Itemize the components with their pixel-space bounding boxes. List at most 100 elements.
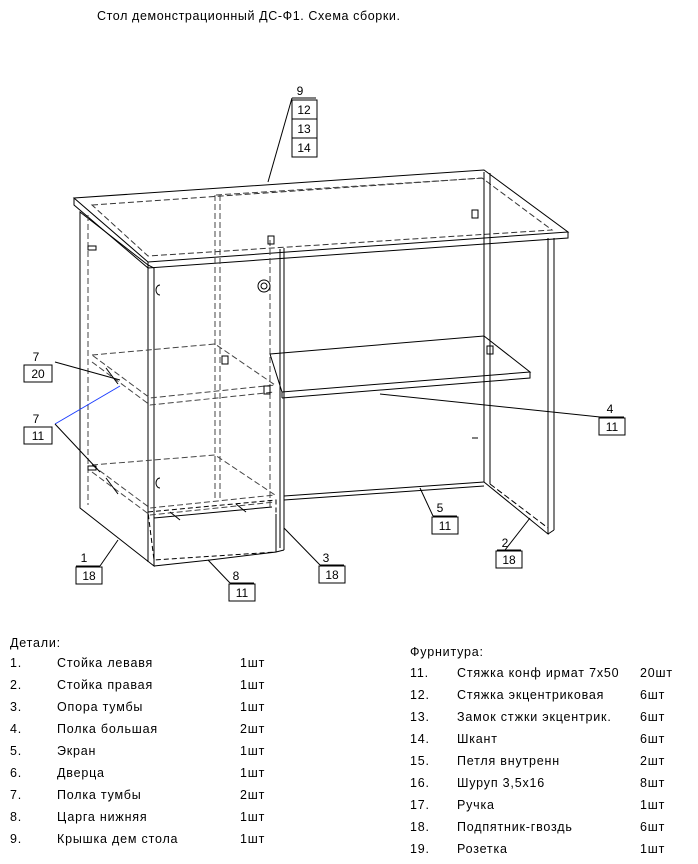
parts-item-qty: 1шт xyxy=(240,700,266,714)
hardware-item-num: 16. xyxy=(410,776,430,790)
parts-list: Детали: 1. Стойка левавя 1шт 2. Стойка права… xyxy=(10,636,290,856)
hardware-item-name: Шуруп 3,5х16 xyxy=(457,776,545,790)
hardware-item-name: Петля внутренн xyxy=(457,754,560,768)
left-side-panel xyxy=(79,210,155,568)
hardware-row: 14. Шкант 6шт xyxy=(410,732,695,754)
pedestal-hidden-edges xyxy=(87,195,277,516)
callout-8-hw: 11 xyxy=(236,586,249,600)
hardware-item-qty: 6шт xyxy=(640,688,666,702)
parts-item-name: Крышка дем стола xyxy=(57,832,179,846)
hardware-item-num: 14. xyxy=(410,732,430,746)
parts-item-num: 1. xyxy=(10,656,23,670)
hardware-row: 15. Петля внутренн 2шт xyxy=(410,754,695,776)
hardware-item-num: 12. xyxy=(410,688,430,702)
callout-9-part: 9 xyxy=(297,84,304,98)
parts-item-num: 3. xyxy=(10,700,23,714)
parts-item-name: Стойка левавя xyxy=(57,656,154,670)
parts-item-num: 7. xyxy=(10,788,23,802)
callout-9-hw1: 12 xyxy=(297,103,311,117)
callout-8-part: 8 xyxy=(233,569,240,583)
parts-row: 9. Крышка дем стола 1шт xyxy=(10,832,290,854)
parts-row: 4. Полка большая 2шт xyxy=(10,722,290,744)
leader-lines xyxy=(54,97,624,584)
callout-7a-part: 7 xyxy=(33,350,40,364)
hardware-item-name: Розетка xyxy=(457,842,508,856)
callout-7b-hw: 11 xyxy=(32,429,45,443)
parts-item-name: Опора тумбы xyxy=(57,700,144,714)
parts-item-num: 2. xyxy=(10,678,23,692)
fitting-marks xyxy=(87,209,494,521)
callout-2-hw: 18 xyxy=(502,553,516,567)
hardware-item-name: Шкант xyxy=(457,732,498,746)
hardware-item-qty: 6шт xyxy=(640,710,666,724)
hardware-list: Фурнитура: 11. Стяжка конф ирмат 7х50 20шт… xyxy=(410,645,695,860)
hardware-row: 19. Розетка 1шт xyxy=(410,842,695,864)
hardware-item-num: 18. xyxy=(410,820,430,834)
callout-5-part: 5 xyxy=(437,501,444,515)
callout-5-hw: 11 xyxy=(439,519,452,533)
hardware-item-num: 19. xyxy=(410,842,430,856)
parts-item-num: 5. xyxy=(10,744,23,758)
callout-7a-hw: 20 xyxy=(31,367,45,381)
parts-item-qty: 2шт xyxy=(240,788,266,802)
callout-7b-part: 7 xyxy=(33,412,40,426)
parts-item-qty: 1шт xyxy=(240,744,266,758)
parts-item-num: 6. xyxy=(10,766,23,780)
hardware-item-name: Стяжка конф ирмат 7х50 xyxy=(457,666,620,680)
parts-item-qty: 1шт xyxy=(240,766,266,780)
parts-item-name: Царга нижняя xyxy=(57,810,148,824)
hardware-item-num: 17. xyxy=(410,798,430,812)
callout-4-hw: 11 xyxy=(606,420,619,434)
hardware-item-qty: 8шт xyxy=(640,776,666,790)
hardware-item-qty: 6шт xyxy=(640,732,666,746)
callout-9-hw2: 13 xyxy=(297,122,311,136)
parts-item-name: Стойка правая xyxy=(57,678,154,692)
hardware-row: 11. Стяжка конф ирмат 7х50 20шт xyxy=(410,666,695,688)
parts-item-name: Дверца xyxy=(57,766,105,780)
hardware-row: 12. Стяжка экцентриковая 6шт xyxy=(410,688,695,710)
hardware-item-qty: 6шт xyxy=(640,820,666,834)
assembly-drawing: 9 12 13 14 7 20 7 11 4 11 5 11 1 18 8 11… xyxy=(23,84,626,602)
parts-item-qty: 1шт xyxy=(240,678,266,692)
parts-header: Детали: xyxy=(10,636,61,650)
hardware-row: 16. Шуруп 3,5х16 8шт xyxy=(410,776,695,798)
parts-item-qty: 1шт xyxy=(240,832,266,846)
hardware-item-num: 11. xyxy=(410,666,429,680)
hardware-item-qty: 1шт xyxy=(640,842,666,856)
right-side-panel xyxy=(483,172,555,536)
callout-3-part: 3 xyxy=(323,551,330,565)
drawing-title: Стол демонстрационный ДС-Ф1. Схема сборк… xyxy=(97,9,401,23)
hardware-item-name: Замок стжки экцентрик. xyxy=(457,710,612,724)
parts-row: 2. Стойка правая 1шт xyxy=(10,678,290,700)
parts-item-num: 4. xyxy=(10,722,23,736)
callout-1-hw: 18 xyxy=(82,569,96,583)
pedestal-support xyxy=(147,248,285,567)
hardware-item-num: 13. xyxy=(410,710,430,724)
parts-row: 1. Стойка левавя 1шт xyxy=(10,656,290,678)
large-shelf xyxy=(269,335,532,399)
parts-row: 3. Опора тумбы 1шт xyxy=(10,700,290,722)
parts-item-qty: 1шт xyxy=(240,810,266,824)
hardware-item-qty: 1шт xyxy=(640,798,666,812)
callout-frames xyxy=(23,99,626,602)
table-top xyxy=(72,169,570,269)
hardware-item-num: 15. xyxy=(410,754,430,768)
hardware-header: Фурнитура: xyxy=(410,645,484,659)
callout-2-part: 2 xyxy=(502,536,509,550)
parts-item-qty: 2шт xyxy=(240,722,266,736)
hardware-item-name: Стяжка экцентриковая xyxy=(457,688,605,702)
hardware-item-name: Ручка xyxy=(457,798,495,812)
parts-item-qty: 1шт xyxy=(240,656,266,670)
hardware-item-name: Подпятник-гвоздь xyxy=(457,820,573,834)
callout-1-part: 1 xyxy=(81,551,88,565)
callout-3-hw: 18 xyxy=(325,568,339,582)
parts-item-num: 9. xyxy=(10,832,23,846)
hardware-item-qty: 20шт xyxy=(640,666,673,680)
parts-row: 6. Дверца 1шт xyxy=(10,766,290,788)
parts-item-name: Полка большая xyxy=(57,722,158,736)
hardware-item-qty: 2шт xyxy=(640,754,666,768)
callout-9-hw3: 14 xyxy=(297,141,311,155)
